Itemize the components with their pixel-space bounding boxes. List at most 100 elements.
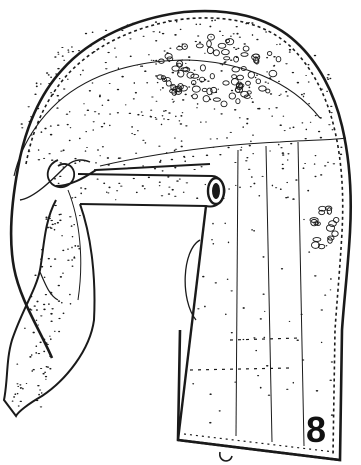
stipple-dot [79,138,81,140]
stipple-dot [191,95,193,97]
stipple-dot [22,388,24,390]
stipple-dot [92,129,93,131]
stipple-dot [85,33,87,35]
stipple-dot [64,66,66,67]
stipple-dot [51,292,53,293]
stipple-dot [28,106,30,107]
stipple-dot [199,24,201,25]
stipple-dot [70,127,72,128]
stipple-dot [268,108,270,109]
stipple-dot [29,356,31,358]
tissue-cell [202,88,207,91]
stipple-dot [282,152,285,154]
stipple-dot [227,147,229,149]
stipple-dot [258,108,261,110]
stipple-dot [16,363,18,364]
stipple-dot [264,311,265,312]
stipple-dot [159,181,161,182]
stipple-dot [159,185,161,186]
stipple-dot [116,190,118,191]
stipple-dot [40,368,42,369]
transverse-septum [100,138,346,166]
stipple-dot [251,22,253,24]
stipple-dot [239,117,241,118]
stipple-dot [216,138,218,139]
stipple-dot [143,36,145,37]
stipple-dot [142,165,143,166]
stipple-dot [152,31,155,32]
stipple-dot [50,220,53,221]
stipple-dot [72,51,74,52]
tissue-cell [243,46,249,51]
tissue-cell [329,221,337,227]
stipple-dot [284,130,286,131]
cellular-tissue-patch-side [310,206,339,249]
stipple-dot [129,113,132,114]
stipple-dot [240,149,243,150]
stipple-dot [289,49,292,51]
stipple-dot [58,54,60,55]
stipple-dot [172,85,174,86]
stipple-dot [255,350,257,351]
stipple-dot [44,277,46,278]
stipple-dot [162,115,164,116]
stipple-dot [144,188,146,189]
tissue-cell [232,75,237,79]
stipple-dot [214,108,216,109]
stipple-dot [314,275,317,276]
stipple-dot [230,132,232,133]
stipple-dot [215,282,217,283]
stipple-dot [41,392,43,393]
stipple-dot [301,94,303,96]
tissue-cell [222,49,230,54]
stipple-dot [250,140,251,142]
stipple-dot [327,74,329,76]
stipple-dot [236,57,239,58]
stipple-dot [106,192,107,193]
stipple-dot [279,43,281,45]
stipple-dot [202,276,204,278]
stipple-dot [282,164,284,165]
stipple-dot [74,158,76,160]
stipple-dot [168,193,170,194]
stipple-dot [263,337,265,338]
stipple-dot [63,312,65,314]
stipple-dot [306,129,308,131]
tissue-cell [192,86,200,92]
stipple-dot [78,248,80,250]
stipple-dot [30,296,32,298]
stipple-dot [156,101,158,102]
stipple-dot [120,186,123,187]
stipple-dot [314,163,315,164]
stipple-dot [69,216,72,217]
stipple-dot [249,145,251,147]
stipple-dot [150,116,152,118]
stipple-dot [171,159,174,161]
stipple-dot [212,223,213,225]
stipple-dot [84,114,86,115]
stipple-dot [43,351,45,353]
stipple-dot [63,88,65,89]
stipple-dot [95,162,97,163]
stipple-dot [234,382,235,383]
stipple-dot [233,47,235,48]
tissue-cell [276,57,281,62]
stipple-dot [54,205,57,206]
stipple-dot [233,33,235,34]
stipple-dot [215,92,217,94]
stipple-dot [231,332,233,333]
stipple-dot [196,107,198,108]
stipple-dot [185,125,187,126]
stipple-dot [67,248,69,249]
stipple-dot [320,137,322,139]
stipple-dot [94,111,97,112]
stipple-dot [266,57,268,59]
stipple-dot [52,93,54,95]
stipple-dot [133,98,135,99]
tissue-cell [313,238,321,242]
stipple-dot [188,86,190,87]
stipple-dot [155,60,157,62]
stipple-dot [222,35,224,36]
stipple-dot [108,187,110,189]
stipple-dot [289,127,290,128]
